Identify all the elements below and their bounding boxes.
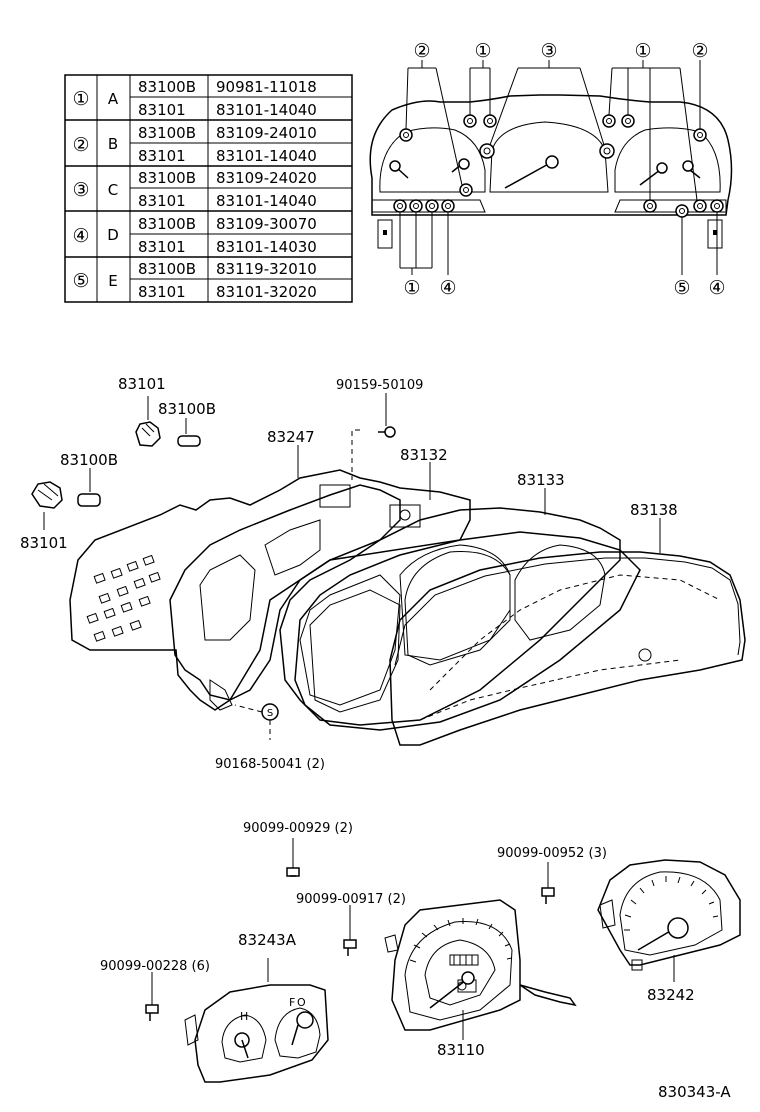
table-cell: 83101-14030 bbox=[216, 238, 317, 256]
part-label-83133: 83133 bbox=[517, 471, 565, 489]
table-code-e: E bbox=[108, 272, 117, 290]
part-label-90099-00917: 90099-00917 (2) bbox=[296, 892, 406, 907]
part-label-90099-00929: 90099-00929 (2) bbox=[243, 821, 353, 836]
table-cell: 83109-24010 bbox=[216, 124, 317, 142]
locator-marker: ④ bbox=[708, 277, 725, 299]
svg-text:O: O bbox=[297, 996, 306, 1009]
screw-icon bbox=[145, 838, 555, 1021]
locator-marker: ① bbox=[634, 40, 651, 62]
part-label-83110: 83110 bbox=[437, 1041, 485, 1059]
part-label-83243a: 83243A bbox=[238, 931, 297, 949]
table-index-5: ⑤ bbox=[72, 270, 89, 292]
table-cell: 83101-14040 bbox=[216, 147, 317, 165]
table-code-c: C bbox=[108, 181, 118, 199]
table-cell: 83100B bbox=[138, 169, 196, 187]
table-cell: 90981-11018 bbox=[216, 78, 317, 96]
table-cell: 83109-30070 bbox=[216, 215, 317, 233]
table-cell: 83101 bbox=[138, 192, 186, 210]
part-label-83100b: 83100B bbox=[158, 400, 216, 418]
table-index-2: ② bbox=[72, 134, 89, 156]
part-label-83100b: 83100B bbox=[60, 451, 118, 469]
diagram-code: 830343-A bbox=[658, 1083, 731, 1101]
locator-marker: ③ bbox=[540, 40, 557, 62]
locator-marker: ① bbox=[403, 277, 420, 299]
part-label-83138: 83138 bbox=[630, 501, 678, 519]
table-index-3: ③ bbox=[72, 179, 89, 201]
part-label-90159-50109: 90159-50109 bbox=[336, 378, 423, 393]
locator-marker: ① bbox=[474, 40, 491, 62]
bulb-locator-diagram: ② ① ③ ① ② ① ④ ⑤ ④ bbox=[369, 40, 733, 299]
table-cell: 83101-32020 bbox=[216, 283, 317, 301]
table-cell: 83109-24020 bbox=[216, 169, 317, 187]
table-cell: 83119-32010 bbox=[216, 260, 317, 278]
bulb-socket-icon bbox=[31, 396, 201, 530]
part-label-83132: 83132 bbox=[400, 446, 448, 464]
table-cell: 83101 bbox=[138, 238, 186, 256]
svg-text:S: S bbox=[267, 708, 273, 719]
part-label-90099-00228: 90099-00228 (6) bbox=[100, 959, 210, 974]
part-label-83101: 83101 bbox=[20, 534, 68, 552]
bulb-table: ① A 83100B 90981-11018 83101 83101-14040… bbox=[64, 74, 353, 303]
table-cell: 83100B bbox=[138, 124, 196, 142]
table-cell: 83101 bbox=[138, 101, 186, 119]
table-code-d: D bbox=[107, 226, 119, 244]
table-code-b: B bbox=[108, 135, 118, 153]
cluster-exploded-view: S bbox=[31, 393, 746, 746]
part-label-90168-50041: 90168-50041 (2) bbox=[215, 757, 325, 772]
table-cell: 83101-14040 bbox=[216, 192, 317, 210]
svg-text:H: H bbox=[240, 1010, 248, 1023]
part-label-83242: 83242 bbox=[647, 986, 695, 1004]
locator-marker: ④ bbox=[439, 277, 456, 299]
svg-text:F: F bbox=[289, 996, 295, 1009]
screw-icon: S bbox=[234, 426, 396, 740]
table-cell: 83100B bbox=[138, 260, 196, 278]
gauges: H F O bbox=[145, 838, 741, 1083]
locator-marker: ⑤ bbox=[673, 277, 690, 299]
table-cell: 83101 bbox=[138, 283, 186, 301]
part-label-83101: 83101 bbox=[118, 375, 166, 393]
locator-marker: ② bbox=[691, 40, 708, 62]
table-index-1: ① bbox=[72, 88, 89, 110]
table-index-4: ④ bbox=[72, 225, 89, 247]
locator-marker: ② bbox=[413, 40, 430, 62]
table-cell: 83100B bbox=[138, 78, 196, 96]
part-label-83247: 83247 bbox=[267, 428, 315, 446]
part-label-90099-00952: 90099-00952 (3) bbox=[497, 846, 607, 861]
table-cell: 83100B bbox=[138, 215, 196, 233]
table-code-a: A bbox=[108, 90, 119, 108]
table-cell: 83101 bbox=[138, 147, 186, 165]
table-cell: 83101-14040 bbox=[216, 101, 317, 119]
